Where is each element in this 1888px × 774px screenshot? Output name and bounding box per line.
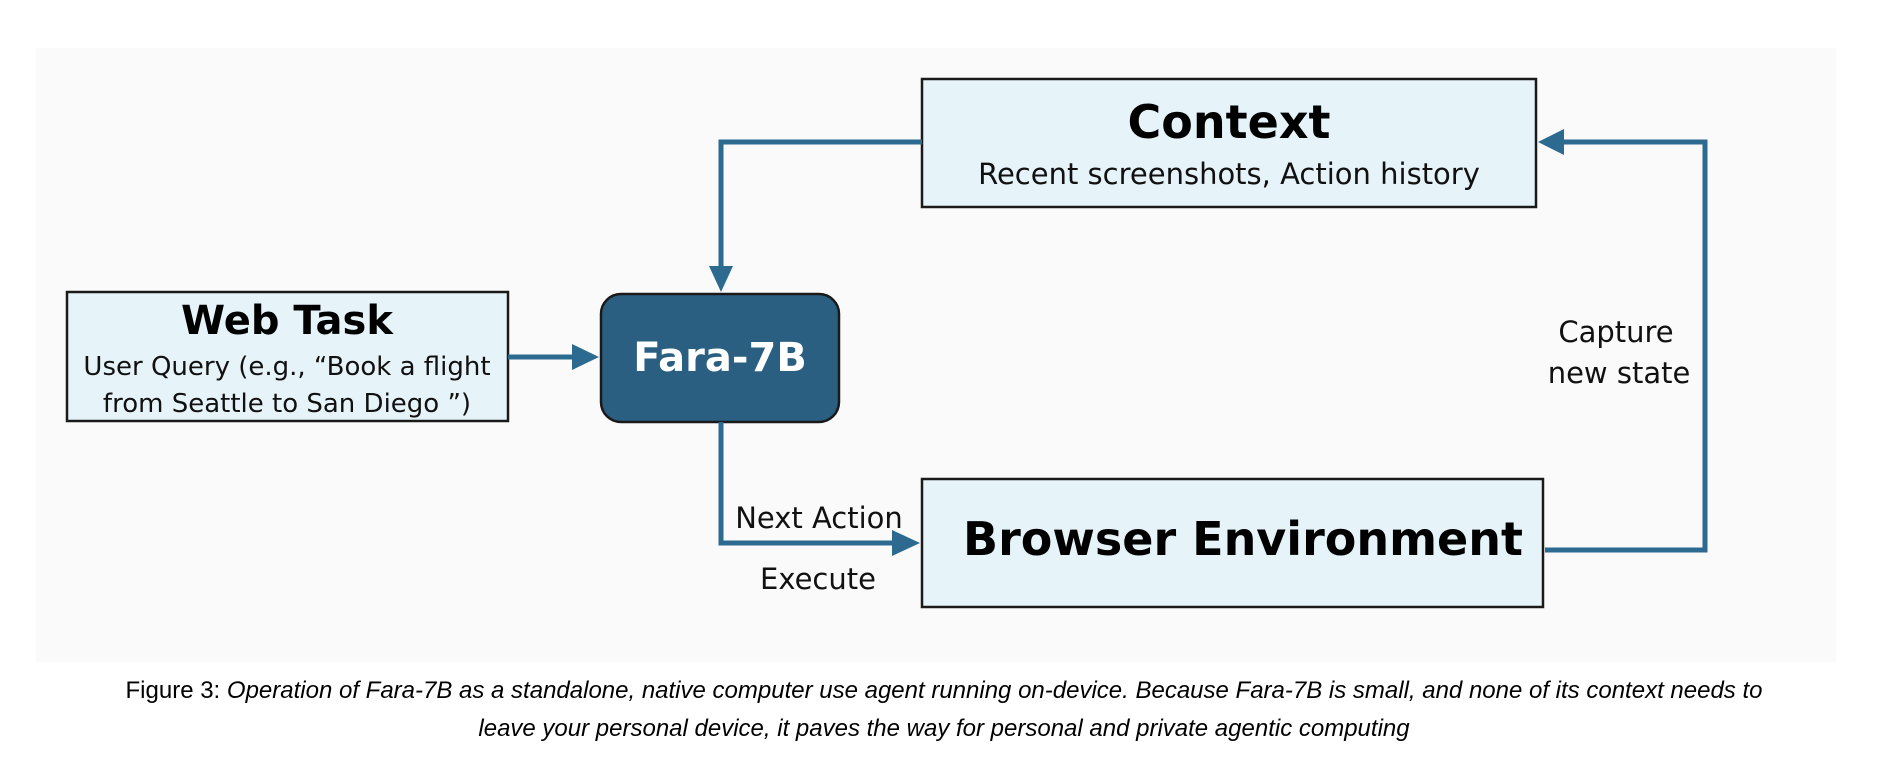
next-action-label: Next Action (735, 501, 903, 535)
model-node: Fara-7B (599, 292, 841, 424)
web-task-node: Web Task User Query (e.g., “Book a fligh… (65, 290, 510, 423)
context-node: Context Recent screenshots, Action histo… (920, 77, 1538, 209)
browser-title: Browser Environment (963, 512, 1523, 566)
caption-line-1: Figure 3: Operation of Fara-7B as a stan… (40, 672, 1848, 710)
web-task-title: Web Task (181, 298, 394, 344)
context-title: Context (1128, 95, 1331, 149)
web-task-line1: User Query (e.g., “Book a flight (83, 352, 490, 382)
caption-body-2: leave your personal device, it paves the… (478, 715, 1410, 742)
caption-label: Figure 3: (125, 677, 227, 704)
execute-label: Execute (760, 562, 876, 596)
web-task-box (65, 290, 510, 423)
context-subtitle: Recent screenshots, Action history (978, 157, 1480, 191)
web-task-line2: from Seattle to San Diego ”) (103, 389, 471, 419)
task-to-model-arrow (508, 344, 599, 370)
context-box (920, 77, 1538, 209)
browser-node: Browser Environment (920, 477, 1545, 609)
figure-caption: Figure 3: Operation of Fara-7B as a stan… (40, 672, 1848, 748)
capture-label-line1: Capture (1558, 315, 1673, 349)
context-to-model-arrow (709, 139, 922, 292)
browser-to-context-arrow (1538, 129, 1708, 553)
capture-label-line2: new state (1548, 356, 1691, 390)
model-title: Fara-7B (633, 335, 807, 381)
browser-box (920, 477, 1545, 609)
caption-body-1: Operation of Fara-7B as a standalone, na… (226, 677, 1763, 704)
model-to-browser-arrow (718, 422, 920, 556)
